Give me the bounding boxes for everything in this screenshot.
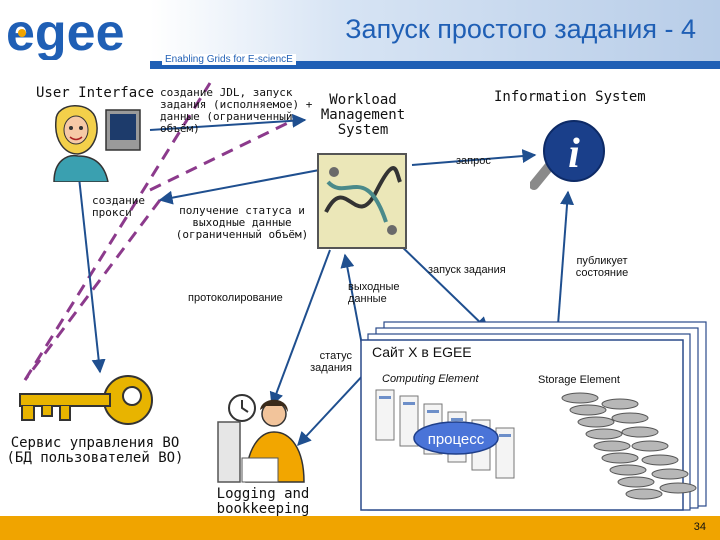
clerk-with-clock-icon bbox=[217, 394, 305, 483]
workflow-map-icon bbox=[317, 153, 407, 249]
dashed-line-proxy bbox=[23, 199, 162, 381]
disk-icon bbox=[611, 412, 649, 424]
arrow-site-to-info-publish bbox=[557, 190, 575, 326]
arrow-ui-to-key bbox=[77, 167, 106, 374]
disk-icon bbox=[659, 482, 697, 494]
storage-element-label: Storage Element bbox=[538, 374, 620, 386]
site-title: Сайт X в EGEE bbox=[372, 344, 472, 360]
user-at-computer-icon bbox=[53, 105, 141, 182]
info-icon: i bbox=[530, 120, 605, 190]
arrow-wms-to-info-request bbox=[411, 149, 537, 166]
disk-icon bbox=[641, 454, 679, 466]
server-icon bbox=[399, 395, 419, 447]
process-ellipse: процесс bbox=[413, 421, 499, 455]
tagline-bar bbox=[150, 61, 720, 69]
disk-icon bbox=[601, 398, 639, 410]
arrow-ui-to-wms bbox=[149, 113, 307, 131]
disk-icon bbox=[621, 426, 659, 438]
disk-icon bbox=[561, 392, 599, 404]
arrow-site-to-wms-output bbox=[340, 253, 363, 346]
disk-icon bbox=[585, 428, 623, 440]
disk-icon bbox=[651, 468, 689, 480]
tagline: Enabling Grids for E-sciencE bbox=[162, 54, 296, 65]
footer-bar bbox=[0, 516, 720, 540]
key-icon bbox=[19, 375, 153, 425]
arrow-wms-to-site-launch bbox=[394, 239, 490, 331]
arrow-wms-to-logging bbox=[269, 249, 331, 407]
server-icon bbox=[375, 389, 395, 441]
page-title: Запуск простого задания - 4 bbox=[345, 14, 696, 44]
disk-icon bbox=[625, 488, 663, 500]
arrow-wms-to-ui-status bbox=[158, 167, 331, 205]
disk-icon bbox=[577, 416, 615, 428]
label-logging-action: протоколирование bbox=[188, 292, 283, 304]
storage-element-disks bbox=[561, 392, 697, 500]
server-icon bbox=[495, 427, 515, 479]
disk-icon bbox=[631, 440, 669, 452]
disk-icon bbox=[609, 464, 647, 476]
egee-logo: egee bbox=[6, 4, 125, 60]
label-job-launch: запуск задания bbox=[428, 264, 506, 276]
svg-text:i: i bbox=[568, 131, 580, 177]
disk-icon bbox=[601, 452, 639, 464]
dashed-line-ui-wms bbox=[149, 116, 299, 192]
arrow-site-to-logging-status bbox=[297, 371, 367, 447]
header: Enabling Grids for E-sciencE egee Запуск… bbox=[0, 0, 720, 70]
page-number: 34 bbox=[693, 521, 706, 533]
header-bar bbox=[0, 0, 720, 62]
information-system-label: Information System bbox=[494, 89, 646, 105]
label-request: запрос bbox=[456, 155, 491, 167]
process-label: процесс bbox=[428, 431, 485, 448]
user-interface-label: User Interface bbox=[36, 85, 155, 101]
disk-icon bbox=[617, 476, 655, 488]
disk-icon bbox=[593, 440, 631, 452]
disk-icon bbox=[569, 404, 607, 416]
site-stack bbox=[360, 321, 707, 511]
computing-element-label: Computing Element bbox=[382, 373, 479, 385]
vo-service-label: Сервис управления ВО(БД пользователей ВО… bbox=[6, 435, 184, 466]
dashed-line-key-ui bbox=[23, 82, 212, 381]
